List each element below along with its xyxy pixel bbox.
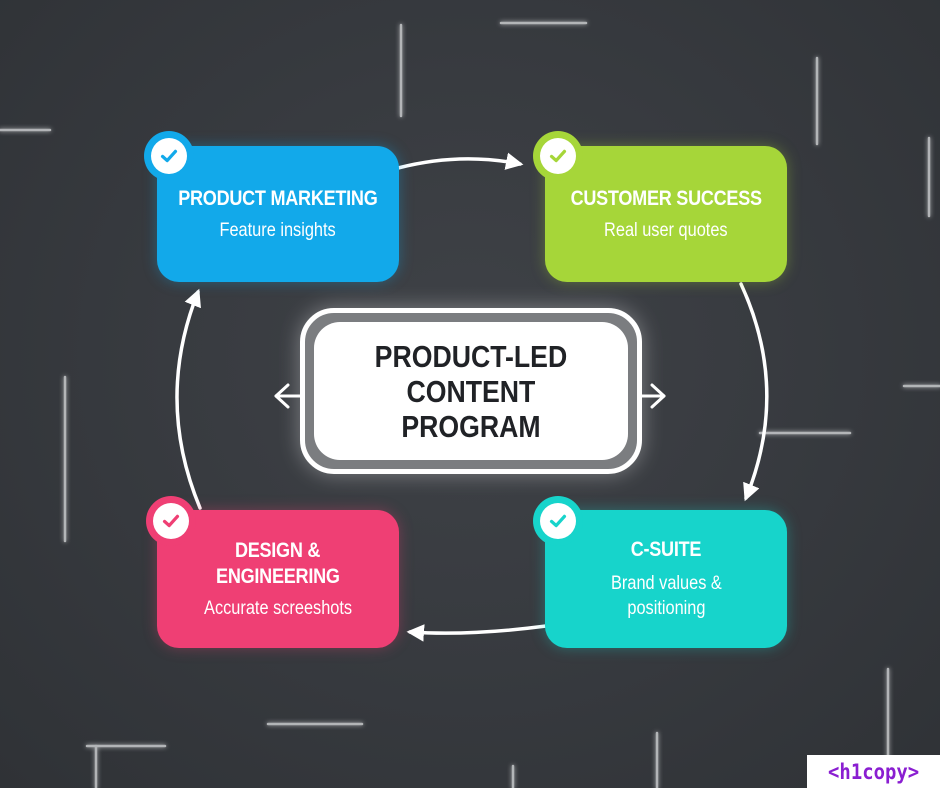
node-subtitle: Feature insights [219,219,337,241]
node-title-line-1: DESIGN & [235,538,321,562]
center-title-line-3: PROGRAM [401,408,541,444]
check-icon [160,149,178,163]
node-subtitle-line-1: Brand values & [610,573,722,594]
node-title-line-2: ENGINEERING [216,564,340,588]
watermark-text: <h1copy> [827,759,920,784]
check-icon [549,149,567,163]
center-left-arrow [274,383,304,409]
node-customer-success: CUSTOMER SUCCESS Real user quotes [545,146,787,282]
check-icon [162,514,180,528]
node-design-engineering: DESIGN & ENGINEERING Accurate screeshots [157,510,399,648]
check-badge-product-marketing [144,131,194,181]
node-product-marketing: PRODUCT MARKETING Feature insights [157,146,399,282]
arrow-de-to-pm [175,288,202,510]
node-subtitle: Accurate screeshots [203,597,353,619]
watermark-logo: <h1copy> [807,755,940,788]
arrow-csuite-to-de [406,624,548,642]
check-badge-design-engineering [146,496,196,546]
node-title: CUSTOMER SUCCESS [570,186,762,210]
center-right-arrow [638,383,666,409]
center-hub-inner: PRODUCT-LED CONTENT PROGRAM [314,322,628,460]
check-icon [549,514,567,528]
check-badge-c-suite [533,496,583,546]
node-subtitle: Real user quotes [604,219,728,241]
node-title: C-SUITE [630,538,702,561]
node-title: PRODUCT MARKETING [178,186,378,210]
center-hub: PRODUCT-LED CONTENT PROGRAM [300,308,642,474]
node-subtitle-line-2: positioning [626,598,706,619]
node-c-suite: C-SUITE Brand values & positioning [545,510,787,648]
center-title-line-2: CONTENT [406,373,536,409]
center-title-line-1: PRODUCT-LED [374,338,568,374]
check-badge-customer-success [533,131,583,181]
arrow-pm-to-cs [396,152,524,170]
arrow-cs-to-csuite [739,282,769,502]
